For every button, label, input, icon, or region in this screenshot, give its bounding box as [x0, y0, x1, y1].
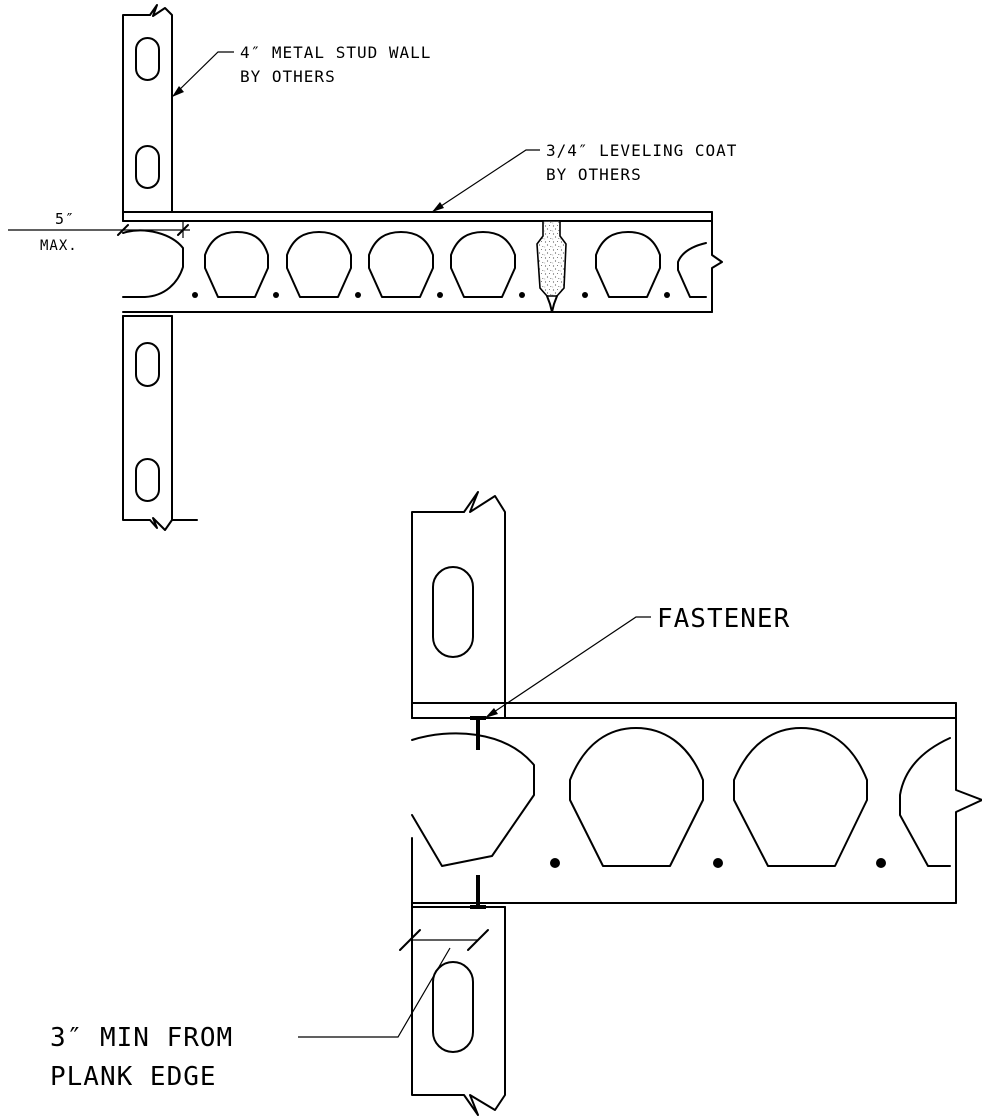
stud-wall-label-line2: BY OTHERS — [240, 67, 336, 86]
hollowcore-plank-enlarged — [411, 702, 982, 909]
min-edge-label-line1: 3″ MIN FROM — [50, 1023, 233, 1053]
leveling-coat-label-line2: BY OTHERS — [546, 165, 642, 184]
top-detail: 5″ MAX. 4″ METAL STUD WALL BY OTHERS 3/4… — [8, 4, 737, 531]
stud-wall-leader — [171, 51, 234, 98]
bottom-detail: FASTENER 3″ MIN FROM PLANK EDGE — [50, 491, 982, 1116]
min-edge-label-line2: PLANK EDGE — [50, 1062, 217, 1092]
upper-stud-wall — [122, 4, 173, 213]
min-edge-leader — [298, 947, 451, 1038]
fastener-leader — [484, 616, 651, 719]
hollowcore-plank — [122, 211, 723, 317]
dimension-value: 5″ — [55, 210, 75, 228]
leveling-coat-label-line1: 3/4″ LEVELING COAT — [546, 141, 737, 160]
stud-wall-label-line1: 4″ METAL STUD WALL — [240, 43, 431, 62]
dimension-3in-min — [399, 929, 489, 951]
dimension-qualifier: MAX. — [40, 238, 78, 254]
fastener-label: FASTENER — [657, 604, 790, 634]
dimension-5in-max — [8, 221, 190, 238]
upper-stud-wall-enlarged — [411, 491, 506, 719]
lower-stud-wall — [122, 315, 198, 531]
leveling-coat-leader — [431, 149, 540, 213]
lower-stud-wall-enlarged — [411, 837, 506, 1116]
